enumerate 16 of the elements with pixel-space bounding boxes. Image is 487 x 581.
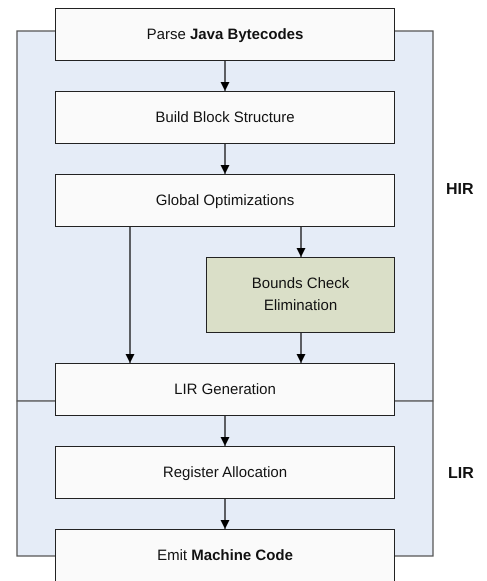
process-box: Build Block Structure [55, 91, 395, 144]
process-box: Register Allocation [55, 446, 395, 499]
arrow [220, 416, 230, 446]
arrow [126, 227, 134, 363]
highlighted-process-box: Bounds Check Elimination [206, 257, 395, 333]
arrow [220, 144, 230, 174]
arrow [296, 333, 306, 363]
process-box: Emit Machine Code [55, 529, 395, 581]
arrow [220, 499, 230, 529]
process-box: Global Optimizations [55, 174, 395, 227]
stage-label: LIR [448, 465, 474, 483]
process-box: Parse Java Bytecodes [55, 8, 395, 61]
stage-label: HIR [446, 181, 474, 199]
process-box: LIR Generation [55, 363, 395, 416]
arrow [296, 227, 306, 257]
arrow [220, 61, 230, 91]
